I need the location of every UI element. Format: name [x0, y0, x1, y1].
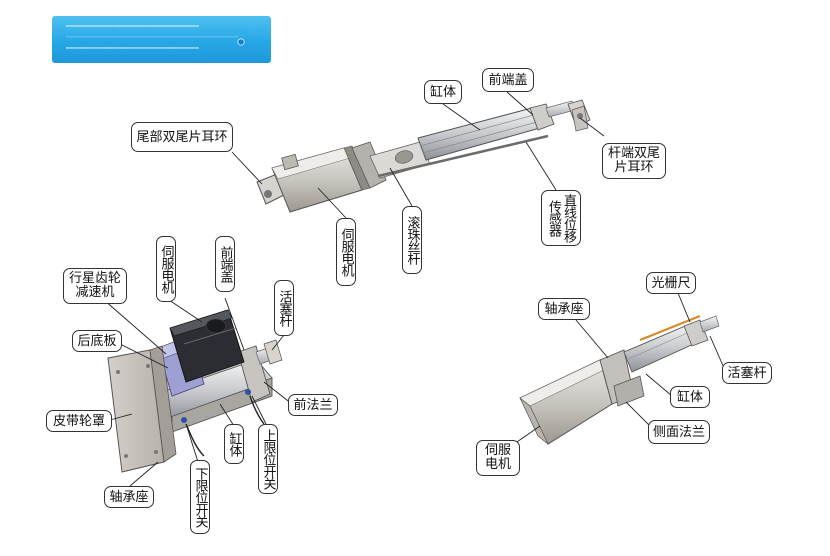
- label-rear-base-plate: 后底板: [72, 330, 122, 352]
- label-cylinder-body-2: 缸体: [224, 424, 244, 464]
- brand-logo: ━━━━━━━━━━━━━━━━━━━━━━━━━━━━━━━━━━ ┈┈┈┈┈…: [52, 16, 271, 63]
- label-front-flange: 前法兰: [288, 394, 338, 416]
- label-upper-limit-switch: 上限位开关: [258, 424, 278, 494]
- label-rod-end-double-clevis: 杆端双尾片耳环: [602, 143, 666, 179]
- right-actuator: [519, 314, 720, 445]
- label-servo-motor-3: 伺服电机: [476, 440, 520, 476]
- label-servo-motor-1: 伺服电机: [336, 218, 356, 286]
- label-bearing-seat-2: 轴承座: [538, 298, 590, 320]
- label-lower-limit-switch: 下限位开关: [190, 460, 210, 534]
- label-linear-displacement-sensor: 直线位移传感器: [541, 190, 581, 246]
- label-planetary-gear-reducer: 行星齿轮减速机: [63, 268, 127, 304]
- top-actuator: [256, 99, 591, 213]
- leader-lines: [103, 91, 725, 487]
- left-actuator: [107, 309, 283, 473]
- label-cylinder-body-3: 缸体: [670, 386, 710, 408]
- label-side-flange: 侧面法兰: [648, 420, 710, 444]
- label-grating-scale: 光栅尺: [646, 272, 696, 294]
- label-cylinder-body-1: 缸体: [424, 80, 462, 104]
- label-belt-pulley-cover: 皮带轮罩: [46, 410, 112, 432]
- label-rear-double-clevis: 尾部双尾片耳环: [131, 122, 233, 152]
- label-front-end-cap-2: 前端盖: [215, 236, 235, 292]
- label-front-end-cap-1: 前端盖: [482, 68, 534, 92]
- label-servo-motor-2: 伺服电机: [156, 236, 176, 302]
- label-piston-rod-2: 活塞杆: [722, 362, 772, 384]
- label-bearing-seat-1: 轴承座: [104, 486, 154, 508]
- label-ball-screw: 滚珠丝杆: [402, 206, 422, 274]
- label-piston-rod-1: 活塞杆: [274, 280, 294, 336]
